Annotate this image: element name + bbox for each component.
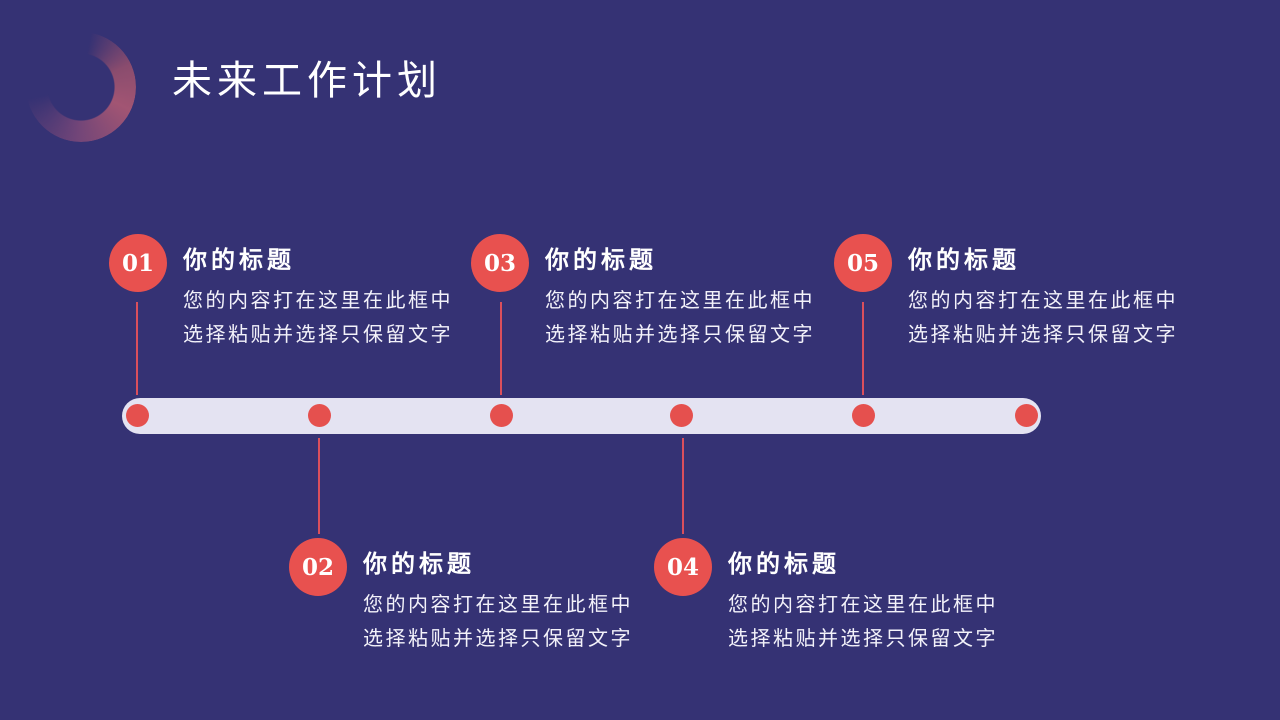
item-body-line: 您的内容打在这里在此框中 <box>363 594 633 616</box>
item-body: 您的内容打在这里在此框中 选择粘贴并选择只保留文字 <box>908 284 1178 352</box>
timeline-item-03: 03 你的标题 您的内容打在这里在此框中 选择粘贴并选择只保留文字 <box>471 234 851 352</box>
timeline-item-04: 04 你的标题 您的内容打在这里在此框中 选择粘贴并选择只保留文字 <box>654 538 1034 656</box>
item-body-line: 选择粘贴并选择只保留文字 <box>908 324 1178 346</box>
item-body-line: 选择粘贴并选择只保留文字 <box>363 628 633 650</box>
item-body-line: 您的内容打在这里在此框中 <box>728 594 998 616</box>
connector-line <box>318 438 320 534</box>
timeline-item-01: 01 你的标题 您的内容打在这里在此框中 选择粘贴并选择只保留文字 <box>109 234 489 352</box>
timeline-item-05: 05 你的标题 您的内容打在这里在此框中 选择粘贴并选择只保留文字 <box>834 234 1214 352</box>
item-body: 您的内容打在这里在此框中 选择粘贴并选择只保留文字 <box>183 284 453 352</box>
connector-line <box>862 302 864 395</box>
item-body-line: 选择粘贴并选择只保留文字 <box>183 324 453 346</box>
item-body-line: 选择粘贴并选择只保留文字 <box>545 324 815 346</box>
item-number: 01 <box>121 249 154 277</box>
item-title: 你的标题 <box>545 247 657 274</box>
item-body: 您的内容打在这里在此框中 选择粘贴并选择只保留文字 <box>545 284 815 352</box>
timeline-dot <box>852 404 875 427</box>
item-title: 你的标题 <box>183 247 295 274</box>
timeline-dot <box>1015 404 1038 427</box>
connector-line <box>500 302 502 395</box>
timeline-dot <box>670 404 693 427</box>
item-number: 04 <box>666 553 699 581</box>
item-title: 你的标题 <box>908 247 1020 274</box>
timeline-dot <box>126 404 149 427</box>
timeline-bar <box>122 398 1041 434</box>
item-title: 你的标题 <box>728 551 840 578</box>
item-body: 您的内容打在这里在此框中 选择粘贴并选择只保留文字 <box>363 588 633 656</box>
item-number: 02 <box>301 553 334 581</box>
item-number-badge: 04 <box>654 538 712 596</box>
connector-line <box>136 302 138 395</box>
item-number-badge: 02 <box>289 538 347 596</box>
item-number: 03 <box>483 249 516 277</box>
item-number-badge: 03 <box>471 234 529 292</box>
timeline-dot <box>308 404 331 427</box>
timeline-item-02: 02 你的标题 您的内容打在这里在此框中 选择粘贴并选择只保留文字 <box>289 538 669 656</box>
item-body-line: 您的内容打在这里在此框中 <box>183 290 453 312</box>
slide-title: 未来工作计划 <box>172 58 442 104</box>
decorative-ring-icon <box>26 32 136 142</box>
item-number-badge: 01 <box>109 234 167 292</box>
item-number: 05 <box>846 249 879 277</box>
timeline-dot <box>490 404 513 427</box>
connector-line <box>682 438 684 534</box>
item-body-line: 选择粘贴并选择只保留文字 <box>728 628 998 650</box>
item-body: 您的内容打在这里在此框中 选择粘贴并选择只保留文字 <box>728 588 998 656</box>
item-body-line: 您的内容打在这里在此框中 <box>908 290 1178 312</box>
item-title: 你的标题 <box>363 551 475 578</box>
item-number-badge: 05 <box>834 234 892 292</box>
item-body-line: 您的内容打在这里在此框中 <box>545 290 815 312</box>
